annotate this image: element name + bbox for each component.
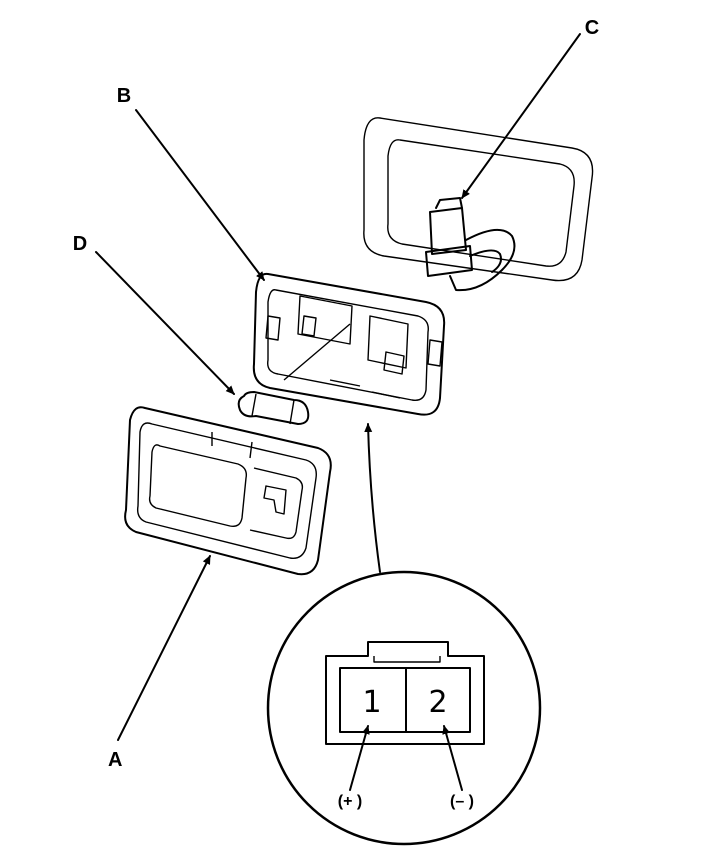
pin2-leader <box>442 725 463 791</box>
leader-a <box>117 555 211 741</box>
pin2-cavity <box>405 667 471 733</box>
lens <box>124 406 332 576</box>
pin2-polarity: (– ) <box>450 793 474 810</box>
callout-d: D <box>73 233 87 255</box>
callout-c: C <box>585 17 599 39</box>
roof-opening <box>363 117 594 282</box>
bulb <box>237 391 310 425</box>
pin1-number: 1 <box>362 685 381 720</box>
callout-a: A <box>108 749 122 771</box>
connector-face <box>325 641 485 745</box>
pin1-polarity: (+ ) <box>338 793 362 810</box>
harness-connector <box>425 197 516 292</box>
pin2-number: 2 <box>428 685 447 720</box>
detail-pointer-arrow <box>364 423 381 573</box>
leader-d <box>95 251 235 395</box>
connector-detail: 1 2 (+ ) (– ) <box>266 570 542 846</box>
pin1-leader <box>349 725 370 791</box>
callout-b: B <box>117 85 131 107</box>
detail-circle <box>266 570 542 846</box>
leader-c <box>461 33 581 199</box>
leader-lines <box>95 33 581 741</box>
light-housing <box>252 272 446 416</box>
leader-b <box>135 109 265 281</box>
